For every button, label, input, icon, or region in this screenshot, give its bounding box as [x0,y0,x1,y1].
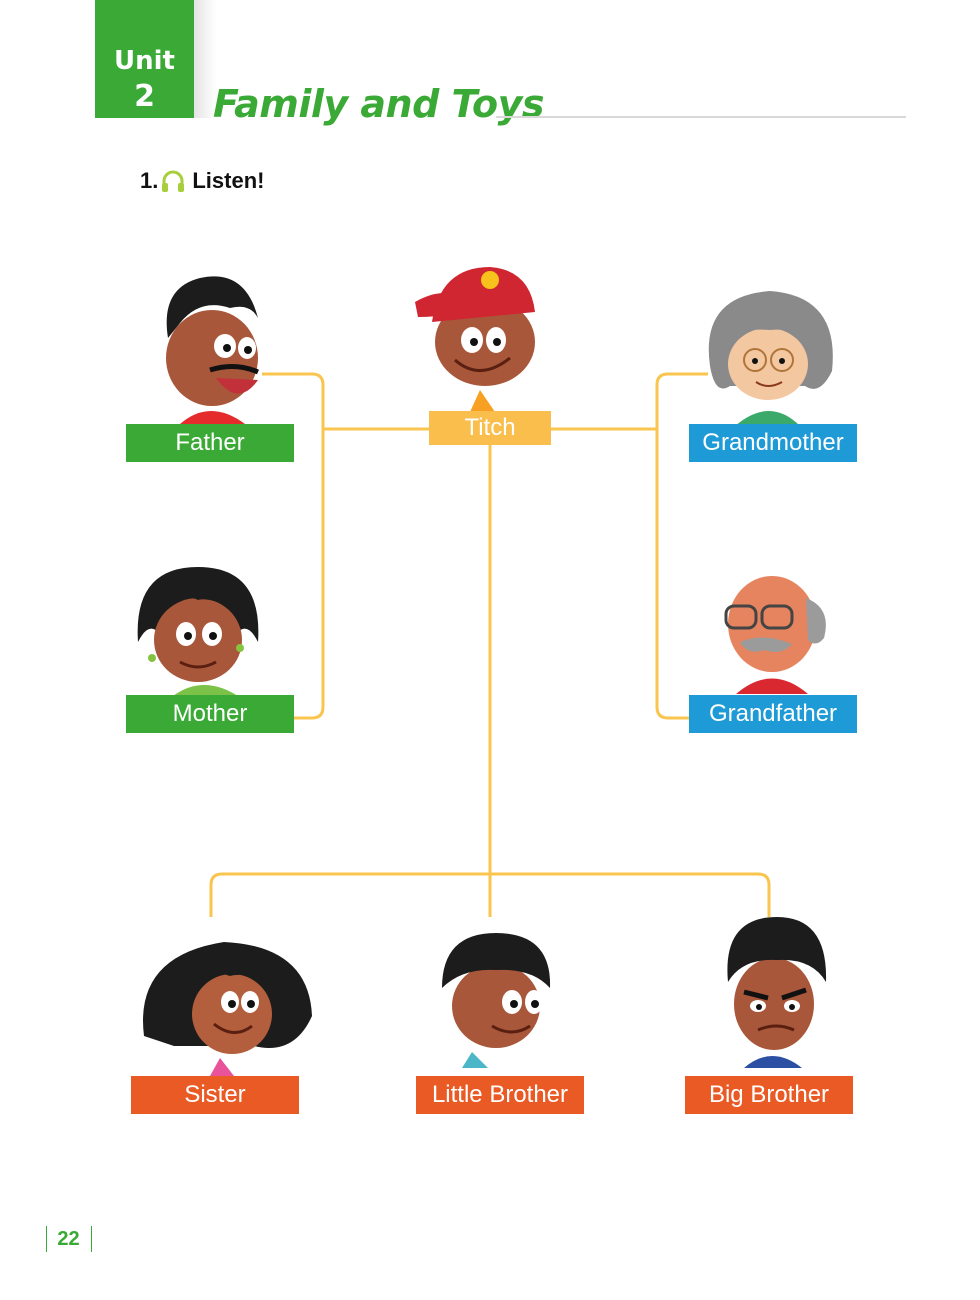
label-titch: Titch [429,411,551,445]
activity-label: Listen! [192,168,265,193]
activity-number: 1. [140,168,159,193]
titch-portrait [415,267,535,412]
little-brother-portrait [442,933,551,1068]
label-grandfather: Grandfather [689,695,857,733]
headphones-icon [160,168,186,194]
sister-portrait [143,942,312,1076]
title-underline [496,116,906,118]
grandmother-portrait [708,291,833,426]
big-brother-portrait [727,917,827,1068]
unit-word: Unit [114,46,175,76]
unit-title: Family and Toys [213,82,545,126]
unit-box-shadow [194,0,216,118]
activity-instruction: 1. Listen! [140,168,264,194]
label-little-brother: Little Brother [416,1076,584,1114]
page-number-bar-right [91,1226,92,1252]
label-mother: Mother [126,695,294,733]
label-sister: Sister [131,1076,299,1114]
unit-number: 2 [134,79,155,114]
grandfather-portrait [724,576,826,694]
label-father: Father [126,424,294,462]
label-big-brother: Big Brother [685,1076,853,1114]
page-number-bar-left [46,1226,47,1252]
page-number: 22 [57,1228,80,1250]
mother-portrait [137,567,259,696]
unit-badge: Unit 2 [95,0,194,118]
label-grandmother: Grandmother [689,424,857,462]
father-portrait [166,276,259,424]
